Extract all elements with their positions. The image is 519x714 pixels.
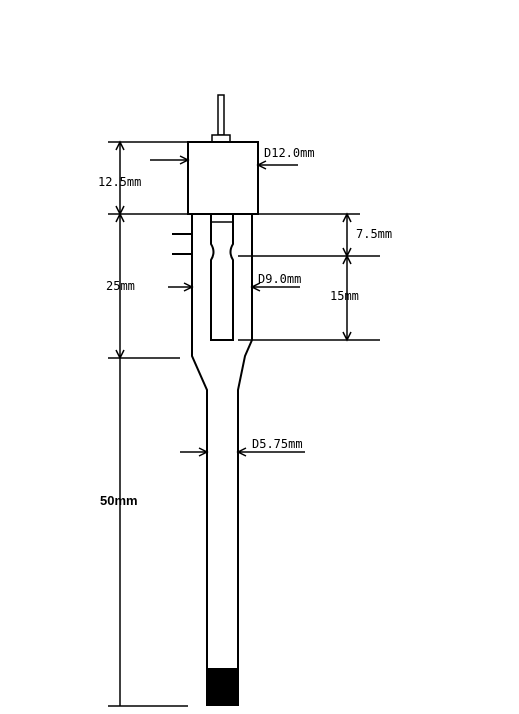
label-tube-length: 50mm <box>100 493 138 508</box>
sample-window <box>210 214 234 341</box>
side-tabs <box>172 233 192 255</box>
dim-cap-diameter: D12.0mm <box>150 146 315 170</box>
cap-block <box>187 141 259 215</box>
dim-tube-length: 50mm <box>100 358 188 707</box>
label-inner-diameter: D9.0mm <box>258 272 301 286</box>
label-cap-diameter: D12.0mm <box>264 146 315 160</box>
top-pin <box>211 94 231 144</box>
label-window-depth: 7.5mm <box>356 227 392 241</box>
dim-window: 7.5mm 15mm <box>238 212 392 342</box>
dim-upper-section: 25mm <box>106 212 180 360</box>
label-upper-section: 25mm <box>106 279 135 293</box>
dim-inner-diameter: D9.0mm <box>168 272 301 292</box>
upper-housing <box>191 214 253 706</box>
dim-tube-diameter: D5.75mm <box>180 437 305 457</box>
tube-tip <box>208 668 237 706</box>
dim-cap-height: 12.5mm <box>98 140 188 216</box>
label-window-length: 15mm <box>330 289 359 303</box>
label-cap-height: 12.5mm <box>98 175 141 189</box>
label-tube-diameter: D5.75mm <box>252 437 303 451</box>
